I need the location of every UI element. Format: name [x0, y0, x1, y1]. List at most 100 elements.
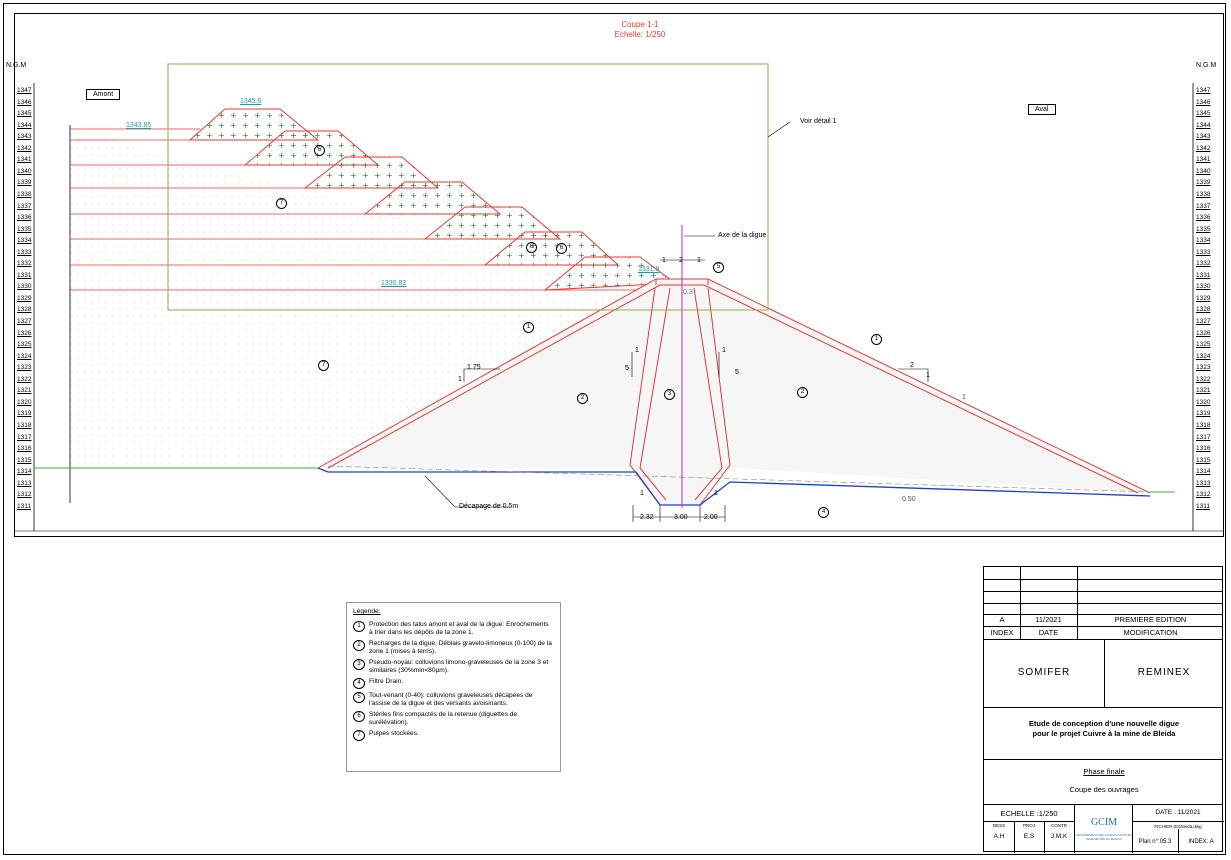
drawing-frame	[3, 3, 1226, 855]
y-tick-label: 1332	[1196, 260, 1211, 268]
zone-marker-1-downstream: 1	[871, 334, 882, 345]
y-tick-label: 1336	[1196, 214, 1211, 222]
elevation-1343-85: 1343.85	[126, 122, 152, 129]
y-tick-label: 1327	[17, 318, 32, 325]
crest-width-2: 2	[679, 257, 683, 264]
company-somifer: SOMIFER	[1017, 667, 1071, 678]
legend-item-text: Pseudo-noyau: colluvions limono-graveleu…	[369, 659, 549, 674]
legend-item-number: 7	[353, 730, 365, 741]
y-tick-label: 1326	[1196, 329, 1211, 337]
y-tick-label: 1346	[17, 98, 32, 106]
decapage-leader	[424, 475, 510, 508]
y-tick-label: 1328	[1196, 306, 1211, 314]
y-tick-label: 1321	[17, 387, 32, 395]
y-tick-label: 1334	[17, 237, 32, 245]
slope-up-v: 1	[458, 376, 462, 383]
header-index: INDEX	[990, 628, 1014, 637]
section-frame	[14, 13, 1224, 537]
y-tick-label: 1340	[17, 167, 32, 175]
dim-0-50: 0.50	[902, 496, 916, 503]
y-tick-label: 1325	[17, 341, 32, 349]
y-tick-label: 1318	[17, 421, 32, 429]
y-tick-label: 1327	[1196, 318, 1211, 325]
file-label: FICHIER:0315eida.dwg	[1154, 824, 1202, 829]
header-modification: MODIFICATION	[1123, 628, 1178, 637]
y-tick-label: 1335	[1196, 225, 1211, 233]
zone-marker-6-lower: 6	[526, 242, 537, 253]
detail-leader	[767, 121, 791, 138]
project-by-header: PROJ	[1022, 823, 1035, 828]
stored-pulp-zone	[70, 129, 650, 465]
right-axis-label: N.G.M	[1196, 62, 1217, 69]
slope-down-h: 2	[910, 362, 914, 369]
detail-box	[167, 63, 769, 311]
plan-index: INDEX: A	[1188, 839, 1214, 845]
gcim-logo-text: GCIM	[1090, 817, 1118, 828]
dim-2-00: 2.00	[704, 514, 718, 521]
y-tick-label: 1316	[17, 445, 32, 453]
original-ground-dashed	[327, 465, 1151, 493]
zone-marker-2-upstream: 2	[577, 393, 588, 404]
legend-title: Légende:	[353, 608, 381, 615]
y-tick-label: 1347	[17, 87, 32, 94]
y-tick-label: 1331	[17, 271, 32, 279]
upstream-label: Amont	[86, 89, 121, 100]
y-tick-label: 1320	[17, 398, 32, 406]
dim-2-32: 2.32	[640, 514, 654, 521]
y-tick-label: 1339	[17, 179, 32, 187]
zone-marker-6-mid: 6	[556, 243, 567, 254]
scale-label: ECHELLE :1/250	[1000, 809, 1058, 818]
y-tick-label: 1345	[17, 110, 32, 118]
y-tick-label: 1322	[1196, 375, 1211, 383]
raising-dikes	[188, 108, 677, 291]
zone-marker-2-downstream: 2	[797, 387, 808, 398]
crest-width-3: 1	[697, 257, 701, 264]
slope-up-h: 1.75	[467, 364, 481, 371]
drawn-by: A.H	[993, 833, 1005, 840]
drawing-title: Coupe 1-1 Echelle: 1/250	[560, 20, 720, 40]
y-tick-label: 1336	[17, 214, 32, 222]
y-tick-label: 1342	[17, 144, 32, 152]
y-tick-label: 1333	[17, 248, 32, 256]
y-tick-label: 1319	[1196, 410, 1211, 418]
sheet-label: Coupe des ouvrages	[1069, 785, 1139, 794]
y-tick-label: 1337	[1196, 202, 1211, 210]
project-title-line2: pour le projet Cuivre à la mine de Bleid…	[1032, 729, 1176, 738]
y-tick-label: 1311	[1196, 502, 1210, 510]
y-tick-label: 1311	[17, 502, 31, 510]
slope-core-left-h: 5	[625, 365, 629, 372]
y-tick-label: 1346	[1196, 98, 1211, 106]
rev-modification: PREMIERE EDITION	[1114, 615, 1187, 624]
small-slope-1: 1	[640, 490, 644, 497]
legend-item-number: 1	[353, 621, 365, 632]
zone-marker-3: 3	[664, 389, 675, 400]
slope-indicators	[463, 352, 929, 382]
checked-by: J.M.K	[1050, 833, 1068, 840]
company-reminex: REMINEX	[1137, 667, 1191, 678]
drawn-by-header: DESS	[992, 823, 1006, 828]
y-tick-label: 1329	[1196, 294, 1211, 302]
zone-marker-7-lower: 7	[318, 360, 329, 371]
y-tick-label: 1312	[1196, 491, 1211, 499]
y-tick-label: 1322	[17, 375, 32, 383]
elevation-1331-8: 1331.8	[638, 266, 660, 273]
zone-marker-6-top: 6	[314, 145, 325, 156]
legend-item-number: 3	[353, 659, 365, 670]
legend-item-text: Pulpes stockées.	[369, 730, 419, 737]
slope-core-left-v: 1	[635, 347, 639, 354]
small-slope-3: 1	[962, 394, 966, 401]
legend-item: 3 Pseudo-noyau: colluvions limono-gravele…	[353, 659, 554, 675]
y-tick-label: 1339	[1196, 179, 1211, 187]
y-tick-label: 1333	[1196, 248, 1211, 256]
y-tick-label: 1321	[1196, 387, 1211, 395]
y-tick-label: 1323	[17, 364, 32, 372]
y-tick-label: 1340	[1196, 167, 1211, 175]
y-tick-label: 1324	[1196, 352, 1211, 360]
rev-index: A	[999, 615, 1005, 624]
y-tick-label: 1325	[1196, 341, 1211, 349]
y-tick-label: 1342	[1196, 144, 1211, 152]
y-tick-label: 1347	[1196, 87, 1211, 94]
